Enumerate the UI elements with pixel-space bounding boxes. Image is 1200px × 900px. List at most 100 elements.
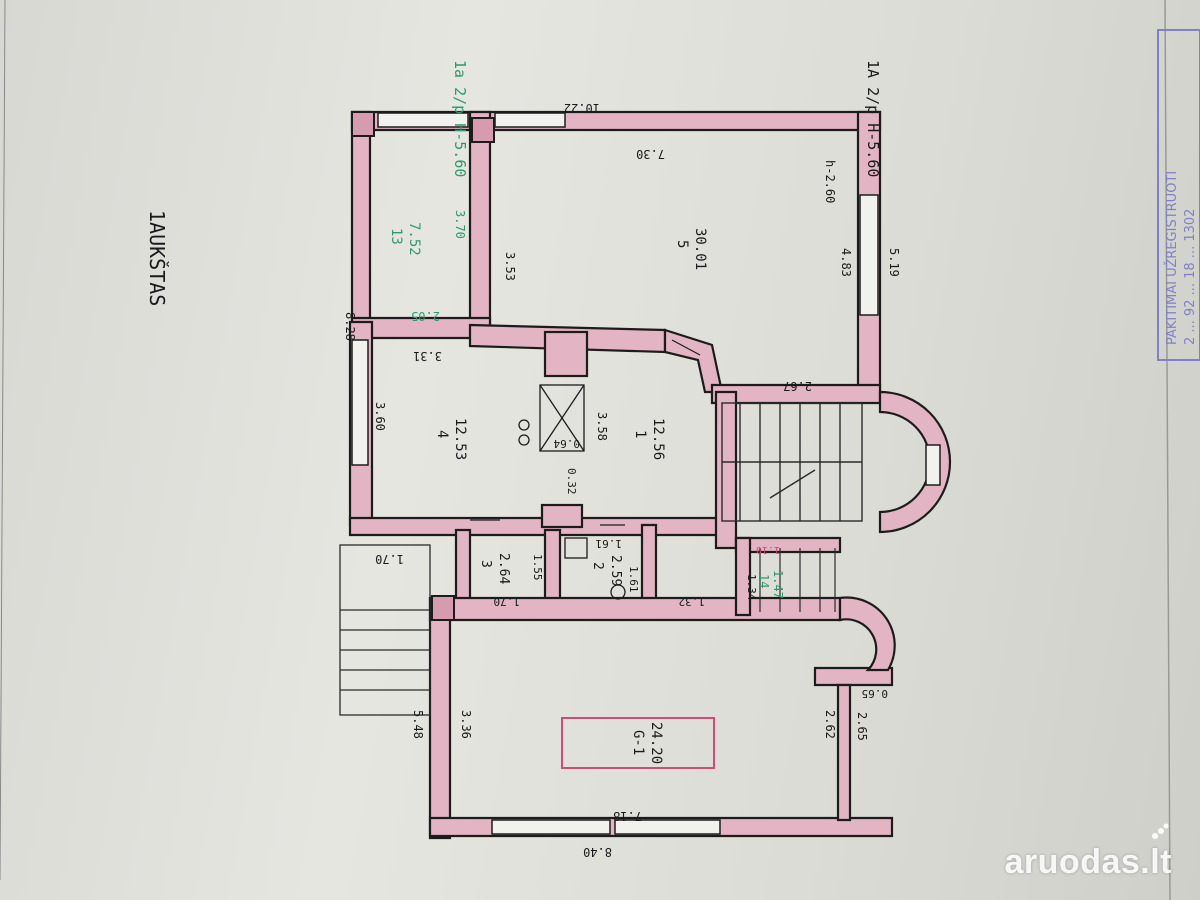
main-staircase <box>721 402 863 522</box>
room-number: 14 <box>757 574 771 588</box>
dimension-label: 1.70 <box>494 595 521 608</box>
room-number: 2 <box>590 562 605 570</box>
marker-top-right: 1A 2/p H-5.60 <box>864 60 882 177</box>
dimension-label: 3.36 <box>459 710 473 739</box>
dimension-label: 3.31 <box>413 349 442 363</box>
window-room-5-right <box>859 194 879 316</box>
dimension-label: 0.65 <box>862 687 889 700</box>
dimension-label: 1.32 <box>679 595 706 608</box>
registration-stamp: PAKITIMAI UŽREGISTRUOTI 2 ... 92 ... 18 … <box>1157 29 1200 361</box>
doors <box>470 339 701 526</box>
dimension-label: 5.19 <box>887 248 901 277</box>
window-stair <box>925 444 941 486</box>
piers <box>351 111 495 621</box>
room-number: 4 <box>434 430 450 438</box>
marker-top-center: 1a 2/p H-5.60 <box>451 60 469 177</box>
paper-fold-line <box>0 0 6 881</box>
dimension-labels: 10.22 7.30 3.70 3.53 h-2.60 4.83 5.19 8.… <box>343 101 901 859</box>
window-room-4 <box>351 339 369 466</box>
toilet-fixture <box>610 584 626 600</box>
dimension-label: 7.18 <box>613 809 642 823</box>
dimension-label: 3.58 <box>595 412 609 441</box>
wall-partition-13-5 <box>468 110 492 337</box>
dimension-label: 2.65 <box>855 712 869 741</box>
wall-top-room-14 <box>734 536 842 554</box>
windows <box>351 112 941 835</box>
dimension-label: 1.55 <box>531 554 544 581</box>
watermark-dots-icon <box>1152 823 1169 839</box>
dimension-label: 0.32 <box>565 468 578 495</box>
room-1-label: 1 12.56 <box>632 418 666 460</box>
room-area: 2.64 <box>496 553 511 584</box>
fixtures <box>518 384 626 600</box>
wall-left-room-14 <box>734 536 752 617</box>
entrance-stairs <box>339 544 431 716</box>
chimney-block-lower <box>540 503 584 529</box>
wall-garage-left <box>428 596 452 840</box>
car-outline <box>561 717 715 769</box>
dimension-label: 1.34 <box>745 574 758 601</box>
stair-arrow <box>769 469 816 499</box>
room-area: 7.52 <box>406 222 422 256</box>
dimension-label: 0.64 <box>553 437 580 450</box>
dimension-label: 1.10 <box>756 544 780 555</box>
door-swing <box>671 339 701 356</box>
dimension-label: 1.61 <box>627 566 640 593</box>
wall-above-garage <box>428 596 842 622</box>
room-area: 2.59 <box>608 555 623 586</box>
room-13-label: 13 7.52 <box>388 222 422 256</box>
wall-left-upper <box>350 110 372 324</box>
dimension-label: 4.83 <box>839 248 853 277</box>
room-g1-label: G-1 24.20 <box>630 722 664 764</box>
dimension-label: 3.60 <box>373 402 387 431</box>
pier-1 <box>351 111 375 137</box>
dimension-label: 10.22 <box>564 101 600 115</box>
chimney-block <box>543 330 589 378</box>
room-14-stair <box>759 548 836 612</box>
dimension-label: h-2.60 <box>823 160 837 203</box>
wall-garage-right <box>813 666 894 687</box>
wall-curved-stair <box>878 390 952 534</box>
wall-garage-right-lower <box>836 683 852 822</box>
walls <box>348 110 894 840</box>
sink-bowl <box>518 419 530 431</box>
dimension-label: 2.05 <box>411 309 440 323</box>
room-number: G-1 <box>630 730 646 755</box>
wall-curved-garage <box>838 596 896 672</box>
room-number: 13 <box>388 228 404 245</box>
stove-cross <box>539 384 585 452</box>
window-garage-2 <box>614 819 721 835</box>
room-number: 5 <box>674 240 690 248</box>
window-room-13 <box>377 112 469 128</box>
dimension-label: 8.40 <box>583 845 612 859</box>
room-area: 24.20 <box>648 722 664 764</box>
dimension-label: 2.62 <box>823 710 837 739</box>
room-area: 1.47 <box>771 570 785 599</box>
window-garage-1 <box>491 819 611 835</box>
watermark: aruodas.lt <box>1004 843 1172 881</box>
pier-2 <box>471 117 495 143</box>
room-area: 12.56 <box>650 418 666 460</box>
wall-bay <box>663 328 724 394</box>
dimension-label: 1.70 <box>375 552 404 566</box>
dimension-label: 5.48 <box>411 710 425 739</box>
stamp-numbers: 2 ... 92 ... 18 ... 1302 <box>1183 209 1198 345</box>
room-number: 3 <box>478 560 493 568</box>
stamp-frame <box>1157 29 1200 361</box>
dimension-label: 8.28 <box>343 312 357 341</box>
room-area: 12.53 <box>452 418 468 460</box>
dimension-label: 7.30 <box>636 147 665 161</box>
room-area: 30.01 <box>692 228 708 270</box>
room-5-label: 5 30.01 <box>674 228 708 270</box>
washbasin-fixture <box>564 537 588 559</box>
sink-bowl <box>518 434 530 446</box>
floor-label: 1AUKŠTAS <box>145 210 169 306</box>
room-2-label: 2 2.59 <box>590 555 623 586</box>
paper-edge-line <box>1164 0 1171 900</box>
stove-fixture <box>539 384 585 452</box>
room-number: 1 <box>632 430 648 438</box>
dimension-label: 3.70 <box>453 210 467 239</box>
room-4-label: 4 12.53 <box>434 418 468 460</box>
